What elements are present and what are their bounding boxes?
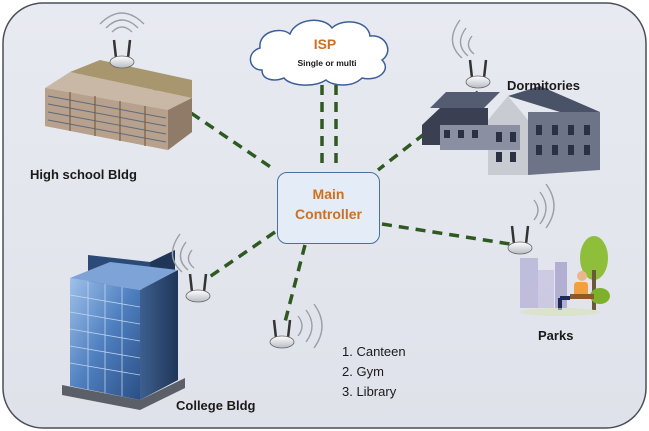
wifi-access-point-icon <box>451 19 491 89</box>
wifi-access-point-icon <box>507 183 555 255</box>
college-label: College Bldg <box>176 398 256 413</box>
link-parks <box>381 222 511 246</box>
link-college <box>204 230 276 282</box>
wifi-access-point-icon <box>99 12 145 69</box>
parks-label: Parks <box>538 328 574 343</box>
wifi-access-point-icon <box>171 233 211 303</box>
wifi-access-point-icon <box>269 303 323 349</box>
links <box>134 73 511 323</box>
dormitories-label: Dormitories <box>507 78 580 93</box>
facility-item: 3. Library <box>342 384 397 399</box>
link-facilities <box>283 244 307 323</box>
dormitory-icon <box>422 86 600 175</box>
park-icon <box>520 236 610 316</box>
isp-subtitle: Single or multi <box>297 58 357 68</box>
isp-title: ISP <box>313 36 337 52</box>
building-icon <box>45 60 192 150</box>
link-highschool <box>134 73 276 172</box>
building-icon <box>62 250 185 410</box>
controller-label-line1: Main <box>312 186 345 202</box>
main-controller-box <box>277 172 380 244</box>
facility-item: 1. Canteen <box>342 344 406 359</box>
controller-label-line2: Controller <box>295 206 362 222</box>
facility-item: 2. Gym <box>342 364 384 379</box>
high-school-label: High school Bldg <box>30 167 137 182</box>
cloud-icon <box>249 19 389 86</box>
facilities-list: 1. Canteen 2. Gym 3. Library <box>342 342 406 402</box>
